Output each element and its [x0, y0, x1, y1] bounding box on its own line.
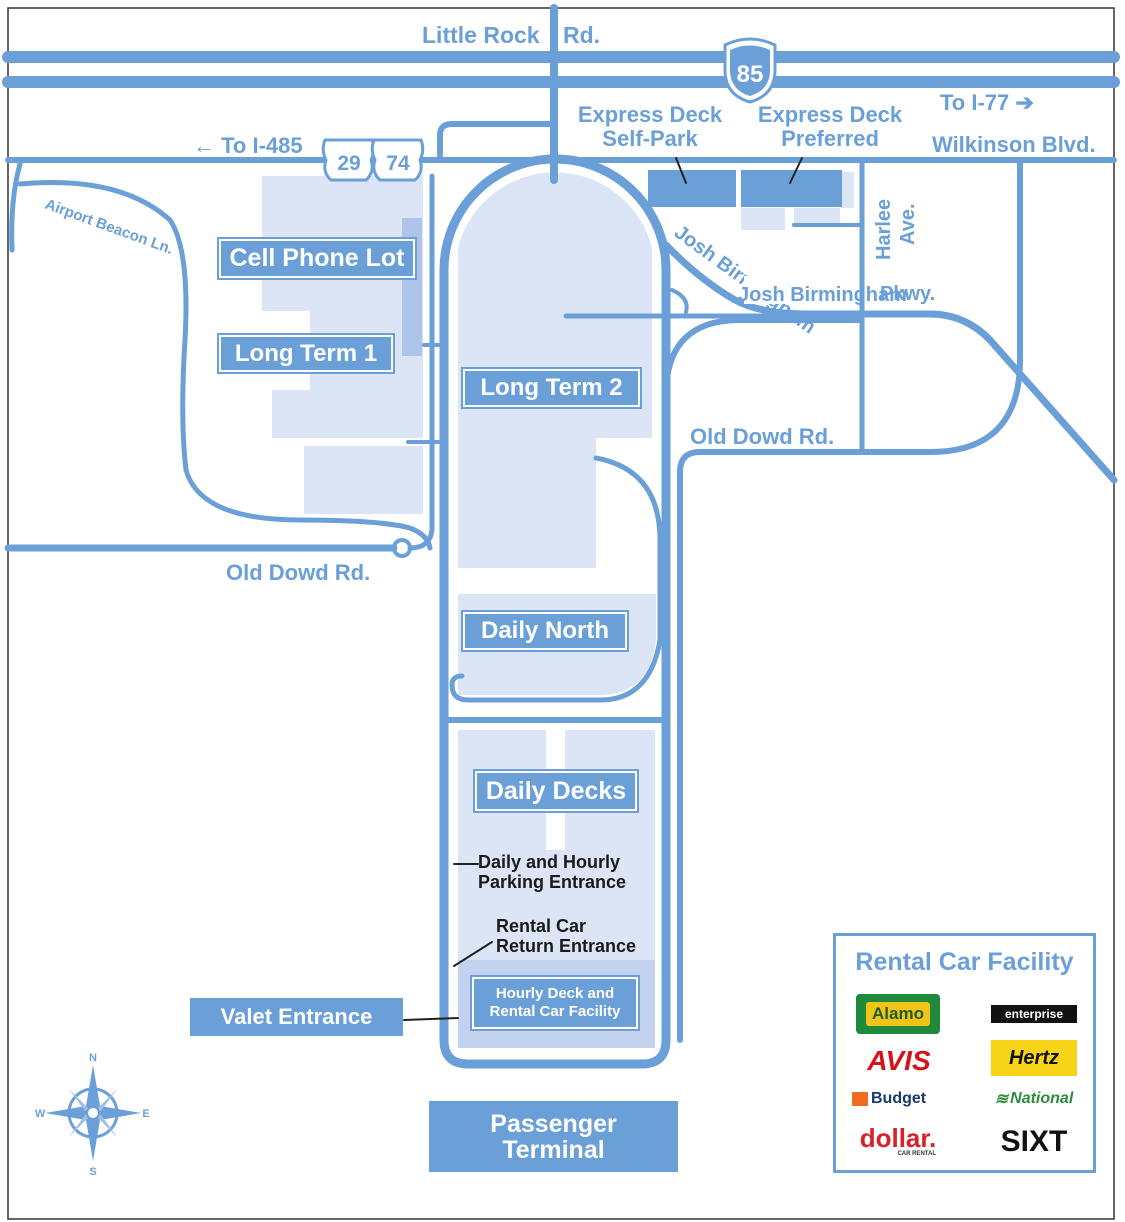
- passenger-terminal-label[interactable]: Passenger Terminal: [429, 1101, 678, 1172]
- terminal-line2: Terminal: [502, 1135, 605, 1164]
- sixt-logo: SIXT: [991, 1124, 1077, 1160]
- preferred-pointer: [789, 157, 803, 184]
- enterprise-text: enterprise: [1004, 1007, 1064, 1021]
- express-self-park-deck: [648, 170, 736, 207]
- express-lot-edge: [840, 172, 854, 208]
- self-park-pointer: [675, 157, 687, 184]
- harlee-ave-label: Ave.: [897, 203, 919, 245]
- pkwy-ramp: [670, 288, 689, 314]
- compass-west: W: [35, 1108, 46, 1120]
- long-term-1-label[interactable]: Long Term 1: [217, 333, 395, 374]
- self-park-label-2: Self-Park: [602, 126, 698, 151]
- national-text: National: [1010, 1090, 1074, 1107]
- preferred-label-2: Preferred: [781, 126, 879, 151]
- dollar-logo: dollar. CAR RENTAL: [852, 1120, 944, 1162]
- daily-north-loop: [449, 455, 663, 703]
- east-loop: [859, 157, 1023, 455]
- old-dowd-east-label: Old Dowd Rd.: [690, 424, 834, 449]
- rental-car-legend: Rental Car Facility Alamo enterprise AVI…: [833, 933, 1096, 1173]
- avis-text: AVIS: [867, 1045, 931, 1076]
- sixt-text: SIXT: [1000, 1125, 1068, 1158]
- hourly-deck-line1: Hourly Deck and: [495, 985, 615, 1002]
- airport-beacon-label: Airport Beacon Ln.: [43, 196, 176, 258]
- long-term-1-access: [407, 173, 435, 551]
- hertz-logo: Hertz: [991, 1040, 1077, 1076]
- express-preferred-deck: [741, 170, 842, 207]
- svg-text:29: 29: [337, 152, 360, 175]
- pkwy-label: Pkwy.: [880, 283, 935, 305]
- us74-shield: 74: [370, 138, 425, 182]
- airport-beacon-ln: [17, 180, 433, 551]
- hertz-text: Hertz: [1008, 1046, 1059, 1069]
- express-small-lot-2: [794, 208, 840, 223]
- budget-logo: Budget: [852, 1086, 942, 1112]
- josh-birmingham-pkwy: [662, 241, 1118, 484]
- to-i485-label: ← To I-485: [193, 133, 303, 158]
- rental-return-note: Rental Car Return Entrance: [496, 916, 636, 956]
- dollar-sub-text: CAR RENTAL: [897, 1151, 936, 1157]
- daily-hourly-entrance-note: Daily and Hourly Parking Entrance: [478, 852, 626, 892]
- express-small-lot: [741, 208, 785, 230]
- dollar-text: dollar.: [859, 1123, 937, 1153]
- harlee-label: Harlee: [873, 199, 895, 260]
- cell-phone-lot-label[interactable]: Cell Phone Lot: [217, 237, 417, 280]
- self-park-label-1: Express Deck: [578, 102, 723, 127]
- long-term-1-area-lower: [272, 390, 423, 438]
- old-dowd-rd-east: [677, 449, 865, 1043]
- compass-south: S: [89, 1166, 96, 1178]
- compass-rose-icon: N S E W: [35, 1052, 150, 1178]
- alamo-logo: Alamo: [856, 994, 940, 1034]
- compass-north: N: [89, 1052, 97, 1064]
- svg-text:74: 74: [386, 152, 410, 175]
- budget-text: Budget: [871, 1090, 927, 1107]
- rental-return-line2: Return Entrance: [496, 936, 637, 956]
- national-icon: ≋: [994, 1091, 1009, 1108]
- valet-pointer: [403, 1017, 459, 1021]
- roads: [2, 4, 1120, 1069]
- wilkinson-label: Wilkinson Blvd.: [932, 132, 1096, 157]
- daily-hourly-line1: Daily and Hourly: [478, 852, 621, 872]
- rental-return-pointer: [453, 941, 493, 967]
- terminal-loop: [439, 154, 671, 1069]
- long-term-1-area-south: [304, 446, 423, 514]
- preferred-label-1: Express Deck: [758, 102, 903, 127]
- daily-hourly-line2: Parking Entrance: [478, 872, 627, 892]
- svg-text:85: 85: [737, 61, 764, 88]
- legend-title: Rental Car Facility: [855, 948, 1074, 976]
- avis-logo: AVIS: [856, 1044, 942, 1078]
- to-i77-label: To I-77 ➔: [940, 90, 1034, 115]
- pkwy-connector: [663, 317, 863, 423]
- terminal-line1: Passenger: [490, 1109, 617, 1138]
- long-term-2-label[interactable]: Long Term 2: [461, 367, 642, 409]
- budget-icon: [852, 1092, 868, 1106]
- josh-birmingham-label-end: Josh Birmingham: [738, 284, 907, 306]
- i85-shield: 85: [723, 37, 777, 104]
- alamo-text: Alamo: [866, 1002, 930, 1026]
- daily-decks-label[interactable]: Daily Decks: [473, 769, 639, 813]
- daily-north-label[interactable]: Daily North: [461, 610, 629, 652]
- valet-entrance-label[interactable]: Valet Entrance: [190, 998, 403, 1036]
- little-rock-suffix-label: Rd.: [563, 22, 600, 48]
- hourly-deck-line2: Rental Car Facility: [489, 1003, 621, 1020]
- map-frame: [7, 7, 1115, 1220]
- us29-shield: 29: [321, 138, 376, 182]
- airport-beacon-west-stub: [9, 161, 23, 253]
- national-logo: ≋ National: [988, 1086, 1080, 1112]
- compass-east: E: [142, 1108, 149, 1120]
- rental-return-line1: Rental Car: [496, 916, 587, 936]
- old-dowd-west-label: Old Dowd Rd.: [226, 560, 370, 585]
- little-rock-ramp: [437, 121, 557, 163]
- little-rock-label: Little Rock: [422, 22, 540, 48]
- hourly-deck-label[interactable]: Hourly Deck and Rental Car Facility: [470, 975, 640, 1031]
- enterprise-logo: enterprise: [991, 1005, 1077, 1023]
